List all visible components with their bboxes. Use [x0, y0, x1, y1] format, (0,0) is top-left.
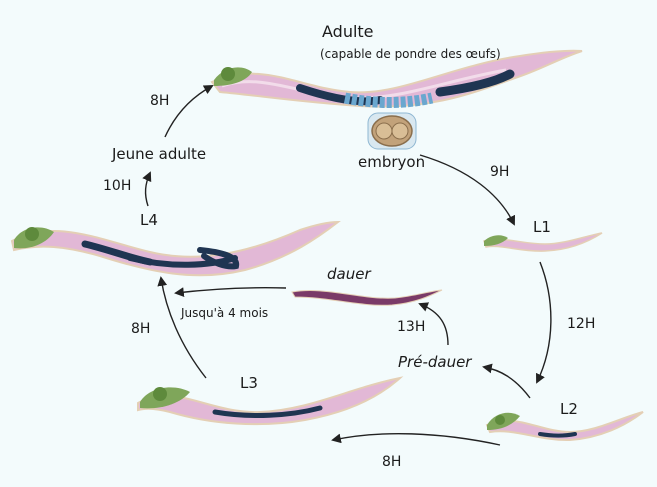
arrow-young-adult-to-adult — [165, 86, 212, 137]
l3-label: L3 — [240, 374, 258, 392]
dauer-worm — [292, 290, 442, 305]
embryo-egg — [368, 113, 416, 149]
l4-label: L4 — [140, 211, 158, 229]
adult-label: Adulte — [322, 22, 374, 41]
arrow-l3-to-l4 — [161, 278, 206, 378]
duration-l4-to-young-adult: 10H — [103, 178, 131, 194]
duration-l2-to-l3: 8H — [382, 454, 401, 470]
l4-worm — [12, 222, 338, 275]
duration-young-adult-to-adult: 8H — [150, 93, 169, 109]
duration-embryo-to-l1: 9H — [490, 164, 509, 180]
arrow-l1-to-l2 — [537, 262, 551, 382]
duration-dauer-to-l4: Jusqu'à 4 mois — [181, 306, 268, 320]
arrow-l2-to-l3 — [333, 434, 500, 445]
dauer-label: dauer — [327, 265, 371, 283]
adult-note: (capable de pondre des œufs) — [320, 47, 501, 61]
predauer-label: Pré-dauer — [398, 353, 471, 371]
arrow-dauer-to-l4 — [176, 288, 286, 293]
l1-label: L1 — [533, 218, 551, 236]
embryo-label: embryon — [358, 153, 425, 171]
duration-predauer-to-dauer: 13H — [397, 319, 425, 335]
arrow-l4-to-young-adult — [146, 173, 150, 206]
young-adult-label: Jeune adulte — [112, 145, 206, 163]
duration-l3-to-l4: 8H — [131, 321, 150, 337]
arrow-l2-to-predauer — [484, 367, 530, 398]
l2-label: L2 — [560, 400, 578, 418]
l3-worm — [138, 378, 400, 424]
duration-l1-to-l2: 12H — [567, 316, 595, 332]
